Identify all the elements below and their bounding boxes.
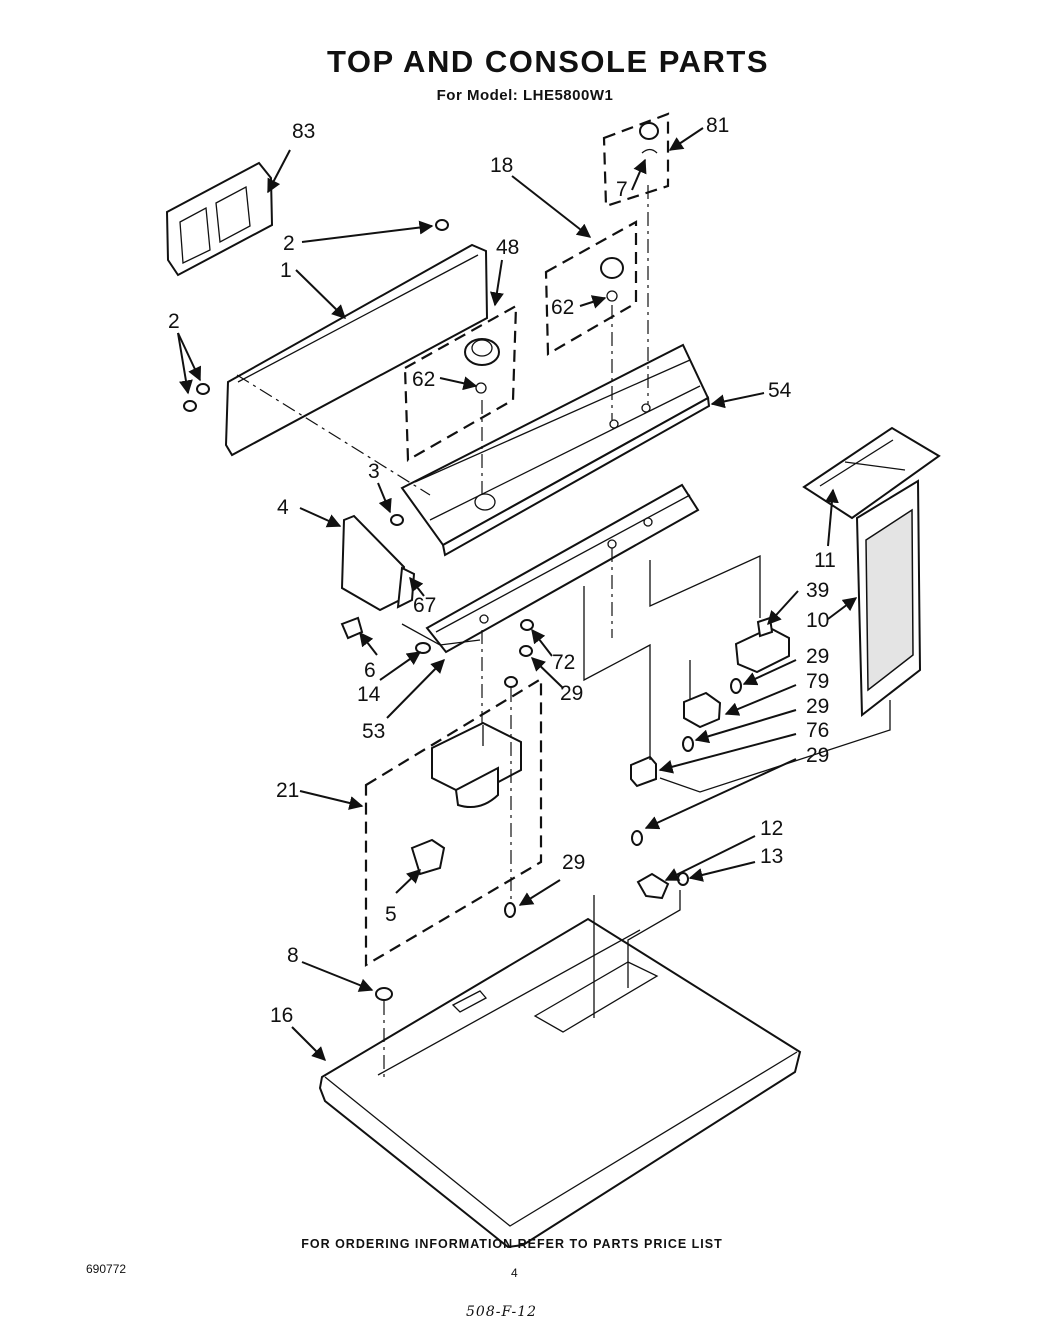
document-number: 690772 <box>86 1262 127 1276</box>
page-number: 4 <box>511 1266 518 1280</box>
callout-7: 7 <box>616 178 628 201</box>
callout-6: 6 <box>364 659 376 682</box>
assembly-guide-lines <box>236 185 891 1082</box>
part-54-console-channel <box>400 343 711 557</box>
callout-18: 18 <box>490 154 513 177</box>
part-21-timer-group <box>364 677 543 967</box>
callout-81: 81 <box>706 114 729 137</box>
part-83-access-cover <box>165 161 274 277</box>
handwritten-note: 508-F-12 <box>466 1304 538 1320</box>
callout-21: 21 <box>276 779 299 802</box>
callout-12: 12 <box>760 817 783 840</box>
part-76-relay <box>630 755 657 788</box>
callout-3: 3 <box>368 460 380 483</box>
callout-48: 48 <box>496 236 519 259</box>
part-10-light-panel <box>855 479 922 718</box>
part-12-clip <box>636 872 670 900</box>
part-1-console-panel <box>224 243 489 457</box>
page-title: TOP AND CONSOLE PARTS <box>326 44 769 79</box>
callout-5: 5 <box>385 903 397 926</box>
callout-13: 13 <box>760 845 783 868</box>
callout-29: 29 <box>806 744 829 767</box>
callout-2: 2 <box>283 232 295 255</box>
callout-8: 8 <box>287 944 299 967</box>
callout-10: 10 <box>806 609 829 632</box>
callout-29: 29 <box>806 695 829 718</box>
callout-72: 72 <box>552 651 575 674</box>
part-53-lower-channel <box>425 483 700 654</box>
callout-29: 29 <box>560 682 583 705</box>
part-16-cabinet-top <box>318 917 802 1249</box>
ordering-note: FOR ORDERING INFORMATION REFER TO PARTS … <box>301 1237 723 1251</box>
part-39-switch <box>734 616 790 674</box>
callout-79: 79 <box>806 670 829 693</box>
callout-54: 54 <box>768 379 792 402</box>
part-48-knob-group <box>403 304 518 462</box>
callout-29: 29 <box>806 645 829 668</box>
callout-14: 14 <box>357 683 381 706</box>
model-subtitle: For Model: LHE5800W1 <box>436 87 614 104</box>
callout-29: 29 <box>562 851 585 874</box>
callout-62: 62 <box>551 296 574 319</box>
part-18-knob-group <box>544 220 638 356</box>
callout-4: 4 <box>277 496 289 519</box>
callout-1: 1 <box>280 259 292 282</box>
callout-39: 39 <box>806 579 829 602</box>
part-79-switch <box>683 660 722 729</box>
callout-76: 76 <box>806 719 829 742</box>
part-4-end-cap <box>340 514 416 612</box>
fasteners <box>183 219 742 1001</box>
callout-67: 67 <box>413 594 436 617</box>
callout-83: 83 <box>292 120 315 143</box>
callout-labels: 83 2 1 48 18 62 62 81 7 54 2 3 4 67 6 14… <box>168 114 836 1027</box>
callout-53: 53 <box>362 720 385 743</box>
callout-leaders <box>177 127 858 1061</box>
part-81-knob-group <box>602 112 670 208</box>
callout-16: 16 <box>270 1004 293 1027</box>
callout-11: 11 <box>814 549 836 572</box>
callout-62: 62 <box>412 368 435 391</box>
callout-2: 2 <box>168 310 180 333</box>
